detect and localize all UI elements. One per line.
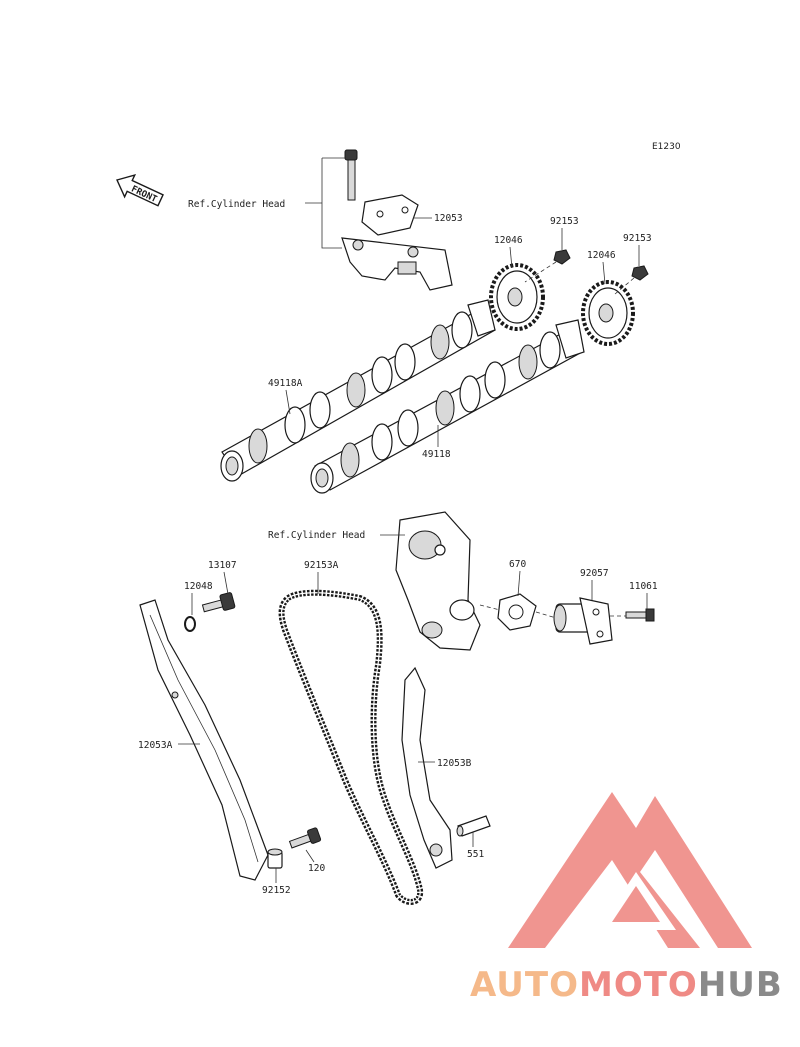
- timing-chain-92057: [278, 589, 424, 905]
- cam-holder-bolt: [344, 149, 358, 201]
- label-49118: 49118: [422, 449, 451, 460]
- label-12053: 12053: [434, 213, 463, 224]
- label-92153a: 11061: [629, 581, 658, 592]
- guide-bolt-13107: [201, 592, 236, 613]
- camshaft-49118a: [220, 299, 496, 482]
- watermark-logo: [508, 792, 752, 948]
- label-11061: 670: [509, 559, 526, 570]
- label-12048: 92057: [580, 568, 609, 579]
- tensioner-gasket-11061: [497, 593, 537, 631]
- label-92152: 92152: [262, 885, 291, 896]
- label-13107: 13107: [208, 560, 237, 571]
- sprocket-bolt-1: [553, 249, 571, 265]
- label-551: 551: [467, 849, 484, 860]
- chain-tensioner-12048: [553, 597, 613, 645]
- label-670: 12048: [184, 581, 213, 592]
- label-12053a: 12053A: [138, 740, 173, 751]
- label-92153-b: 92153: [623, 233, 652, 244]
- cam-sprocket-1: [489, 263, 545, 331]
- label-120: 120: [308, 863, 325, 874]
- chain-guide-plate-12053: [361, 194, 419, 236]
- cylinder-head-portion: [395, 511, 481, 651]
- camshaft-49118: [310, 319, 585, 494]
- watermark-moto: MOTO: [579, 965, 698, 1005]
- label-49118a: 49118A: [268, 378, 303, 389]
- o-ring-670: [184, 616, 196, 632]
- front-arrow-icon: FRONT: [116, 173, 164, 207]
- label-12046-a: 12046: [494, 235, 523, 246]
- chain-guide-12053b: [401, 666, 453, 869]
- chain-guide-12053a: [139, 599, 269, 881]
- pin-551: [456, 815, 491, 837]
- sprocket-bolt-2: [631, 265, 649, 281]
- tensioner-bolt: [625, 608, 655, 622]
- label-92153-a: 92153: [550, 216, 579, 227]
- label-ref-cylinder-head-mid: Ref.Cylinder Head: [268, 530, 365, 541]
- label-92057: 92153A: [304, 560, 339, 571]
- watermark-auto: AUTO: [470, 965, 579, 1005]
- diagram-code: E1230: [652, 142, 681, 152]
- watermark-text: AUTOMOTOHUB: [470, 965, 783, 1005]
- watermark-hub: HUB: [698, 965, 783, 1005]
- cam-holder: [341, 237, 453, 291]
- label-ref-cylinder-head-top: Ref.Cylinder Head: [188, 199, 285, 210]
- cam-sprocket-2: [581, 280, 635, 346]
- label-12046-b: 12046: [587, 250, 616, 261]
- bolt-120: [288, 827, 322, 849]
- collar-92152: [267, 848, 283, 869]
- label-12053b: 12053B: [437, 758, 472, 769]
